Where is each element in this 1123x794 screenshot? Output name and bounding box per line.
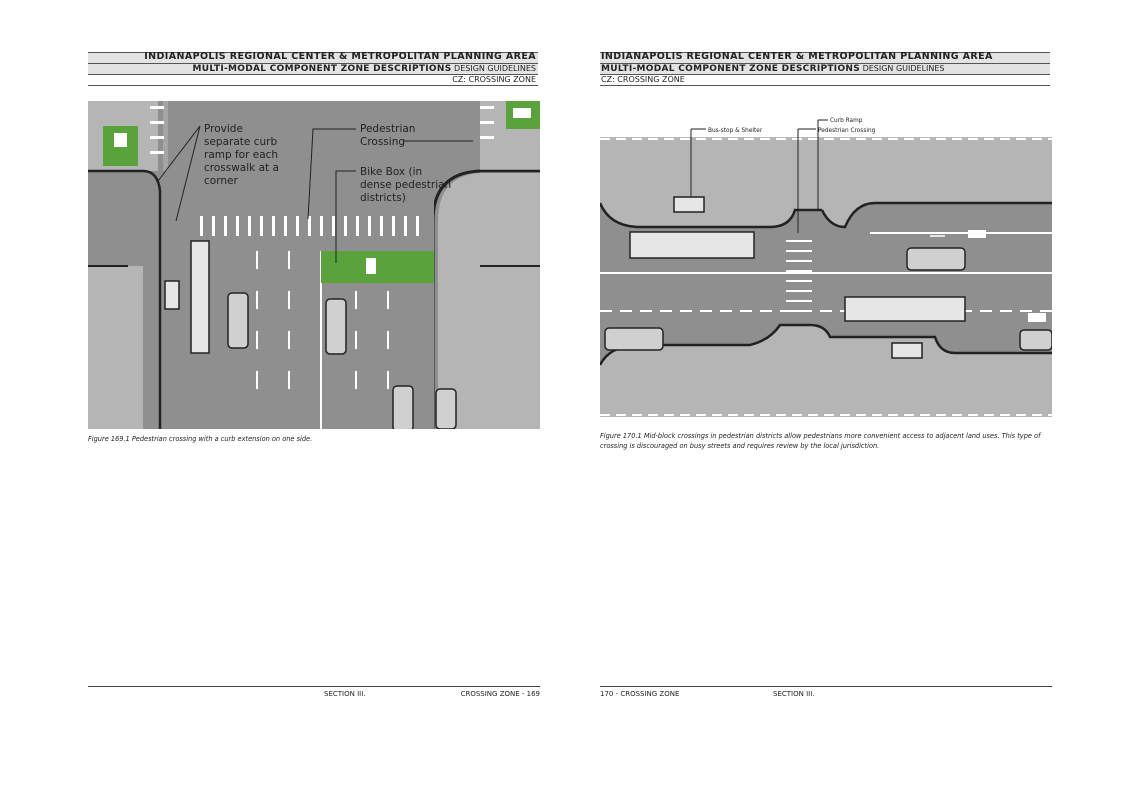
left-page: INDIANAPOLIS REGIONAL CENTER & METROPOLI…: [88, 0, 540, 794]
callout-curb-ramp-line5: corner: [204, 175, 238, 187]
footer-section: SECTION III.: [324, 690, 366, 698]
callout-bikebox-line3: districts): [360, 192, 406, 204]
label-pedestrian-crossing: Pedestrian Crossing: [818, 128, 876, 134]
caption-line-1: Figure 170.1 Mid-block crossings in pede…: [600, 432, 1041, 440]
header-zone: CZ: CROSSING ZONE: [601, 75, 685, 84]
callout-curb-ramp-line4: crosswalk at a: [204, 162, 279, 174]
intersection-figure: Provide separate curb ramp for each cros…: [88, 101, 540, 429]
header-subtitle: MULTI-MODAL COMPONENT ZONE DESCRIPTIONS …: [192, 64, 536, 74]
label-curb-ramp: Curb Ramp: [830, 118, 863, 124]
callout-curb-ramp-line2: separate curb: [204, 136, 277, 148]
footer-page-number: CROSSING ZONE - 169: [460, 690, 540, 698]
header-title: INDIANAPOLIS REGIONAL CENTER & METROPOLI…: [601, 51, 993, 62]
caption-line-2: crossing is discouraged on busy streets …: [600, 442, 880, 450]
header-zone: CZ: CROSSING ZONE: [452, 75, 536, 84]
right-page-footer: 170 - CROSSING ZONE SECTION III.: [600, 686, 1052, 698]
callout-pedestrian-line1: Pedestrian: [360, 123, 415, 135]
footer-section: SECTION III.: [773, 690, 815, 698]
right-page: INDIANAPOLIS REGIONAL CENTER & METROPOLI…: [600, 0, 1052, 794]
header-title: INDIANAPOLIS REGIONAL CENTER & METROPOLI…: [144, 51, 536, 62]
callout-bikebox-line1: Bike Box (in: [360, 166, 422, 178]
callout-pedestrian-line2: Crossing: [360, 136, 405, 148]
callout-curb-ramp-line3: ramp for each: [204, 149, 278, 161]
callout-curb-ramp-line1: Provide: [204, 123, 243, 135]
right-page-header: INDIANAPOLIS REGIONAL CENTER & METROPOLI…: [600, 52, 1050, 86]
figure-caption: Figure 169.1 Pedestrian crossing with a …: [88, 435, 313, 443]
callout-bikebox-line2: dense pedestrian: [360, 179, 451, 191]
label-bus-stop-shelter: Bus-stop & Shelter: [708, 128, 763, 134]
left-page-footer: SECTION III. CROSSING ZONE - 169: [88, 686, 540, 698]
figure-caption: Figure 170.1 Mid-block crossings in pede…: [600, 431, 1052, 451]
left-page-header: INDIANAPOLIS REGIONAL CENTER & METROPOLI…: [88, 52, 538, 86]
footer-page-number: 170 - CROSSING ZONE: [600, 690, 680, 698]
header-subtitle: MULTI-MODAL COMPONENT ZONE DESCRIPTIONS …: [601, 64, 945, 74]
midblock-crossing-figure: Curb Ramp Bus-stop & Shelter Pedestrian …: [600, 118, 1052, 417]
